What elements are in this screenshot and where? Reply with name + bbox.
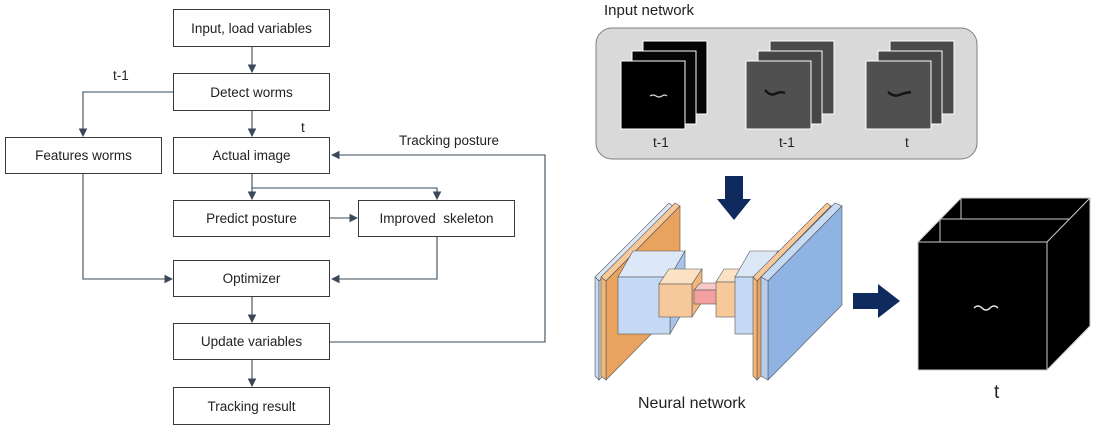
neural-network-label: Neural network [638,395,746,412]
neural-network-diagram [594,202,843,381]
detect-worms-box: Detect worms [173,73,330,111]
frame-label-1: t-1 [653,135,669,150]
arrow-detect-to-features [78,91,173,138]
t-label: t [301,120,305,135]
input-frame-stack-1 [620,40,708,130]
input-frame-stack-3 [865,40,955,130]
tracking-posture-label: Tracking posture [399,133,500,148]
update-variables-box: Update variables [173,323,330,360]
features-worms-box: Features worms [5,137,162,174]
actual-image-box: Actual image [173,137,330,174]
down-arrow-icon [717,176,751,220]
arrow-update-to-actual-feedback [330,150,546,343]
predict-posture-box: Predict posture [173,200,330,237]
input-network-title: Input network [604,2,695,19]
frame-label-3: t [905,135,909,150]
arrow-improved-to-optimizer [330,237,438,284]
t-minus-1-label: t-1 [113,68,129,83]
frame-label-2: t-1 [779,135,795,150]
tracking-result-box: Tracking result [173,387,330,425]
input-load-variables-box: Input, load variables [173,9,330,47]
right-arrow-icon [853,284,900,318]
arrow-actual-to-improved [252,187,442,201]
output-t-label: t [994,382,1000,403]
arrow-features-to-optimizer [82,174,174,284]
output-frame-stack [916,196,1092,372]
improved-skeleton-box: Improved skeleton [358,200,515,237]
optimizer-box: Optimizer [173,260,330,297]
input-frame-stack-2 [745,40,835,130]
